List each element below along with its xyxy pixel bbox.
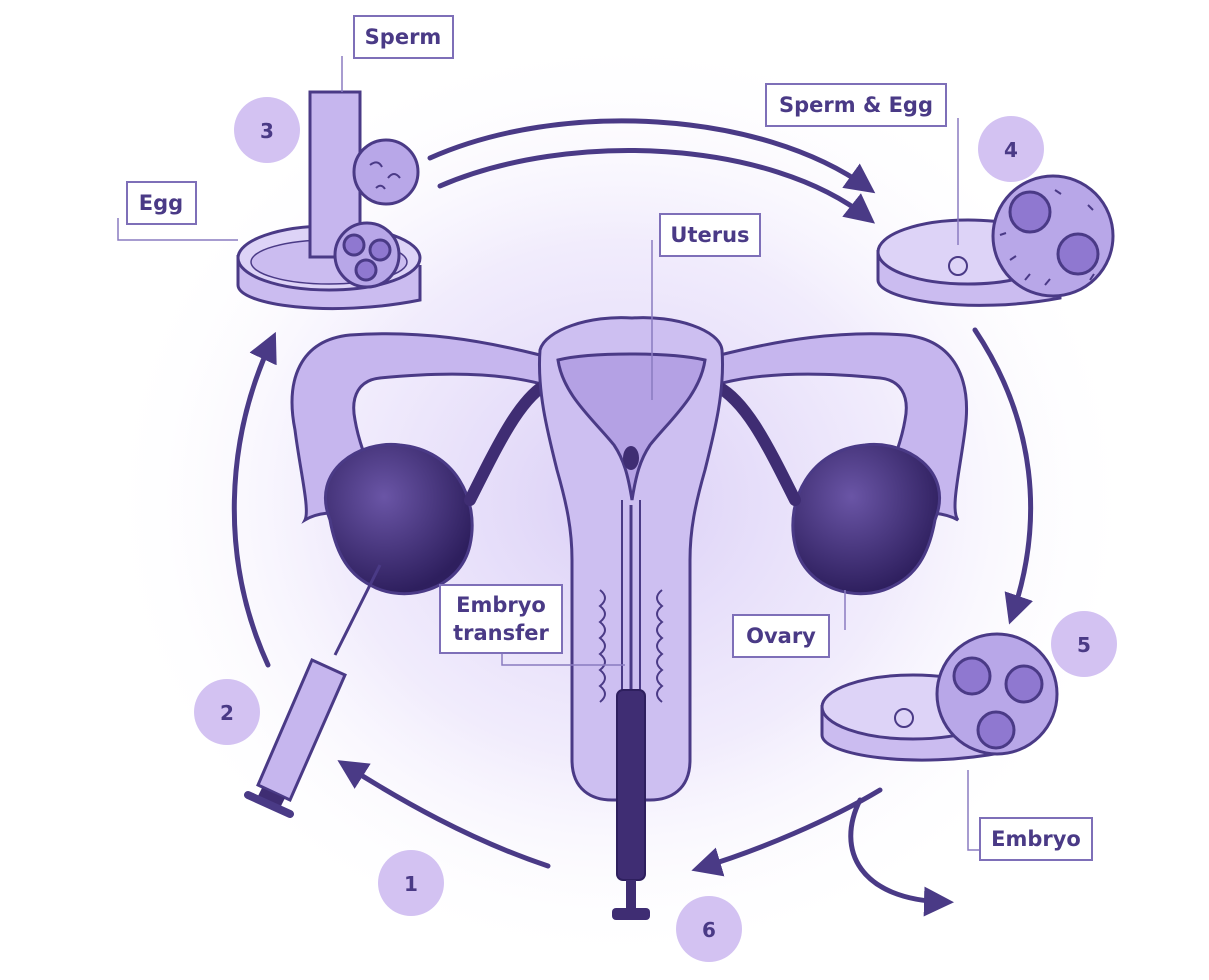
arrow-2-to-3 [231,331,277,668]
svg-text:transfer: transfer [453,621,549,645]
label-embryo-transfer: Embryo transfer [439,584,563,654]
arrow-1-to-2 [337,760,551,869]
step-6: 6 [676,896,742,962]
step-4: 4 [978,116,1044,182]
label-sperm-and-egg: Sperm & Egg [765,83,947,127]
embryo-in-uterus [623,446,639,470]
svg-text:4: 4 [1004,138,1018,162]
step-2: 2 [194,679,260,745]
svg-text:5: 5 [1077,633,1091,657]
svg-text:1: 1 [404,872,418,896]
svg-text:3: 3 [260,119,274,143]
label-uterus: Uterus [659,213,761,257]
svg-text:6: 6 [702,918,716,942]
vaginal-rugae-right [656,589,664,703]
right-ovarian-ligament [709,379,801,506]
svg-text:Sperm: Sperm [365,25,442,49]
arrow-3-to-4-upper [427,118,876,194]
right-ovary [791,442,942,596]
step-1: 1 [378,850,444,916]
retrieval-syringe [244,564,382,818]
reproductive-system [290,316,968,802]
embryo-dish [820,632,1059,762]
label-ovary: Ovary [732,614,830,658]
left-ovarian-ligament [464,379,551,506]
label-embryo: Embryo [979,817,1093,861]
step-5: 5 [1051,611,1117,677]
label-egg: Egg [126,181,197,225]
left-ovary [323,442,474,596]
svg-text:Ovary: Ovary [746,624,816,648]
sperm-egg-dish [876,174,1115,307]
arrow-embryo-loop [848,797,954,917]
step-3: 3 [234,97,300,163]
leader-lines [117,56,980,851]
svg-text:Embryo: Embryo [456,593,546,617]
uterine-cavity [556,352,707,501]
svg-text:2: 2 [220,701,234,725]
sperm-magnifier [352,138,420,206]
cycle-arrows [231,118,1034,917]
arrow-3-to-4-lower [437,148,876,224]
fertilization-dish [236,90,422,311]
svg-text:Egg: Egg [139,191,183,215]
svg-text:Embryo: Embryo [991,827,1081,851]
transfer-syringe [612,505,650,920]
vaginal-rugae-left [598,589,606,703]
label-sperm: Sperm [353,15,454,59]
arrow-4-to-5 [972,327,1034,625]
svg-text:Sperm & Egg: Sperm & Egg [779,93,933,117]
svg-text:Uterus: Uterus [670,223,749,247]
sperm-egg-magnifier [991,174,1115,298]
